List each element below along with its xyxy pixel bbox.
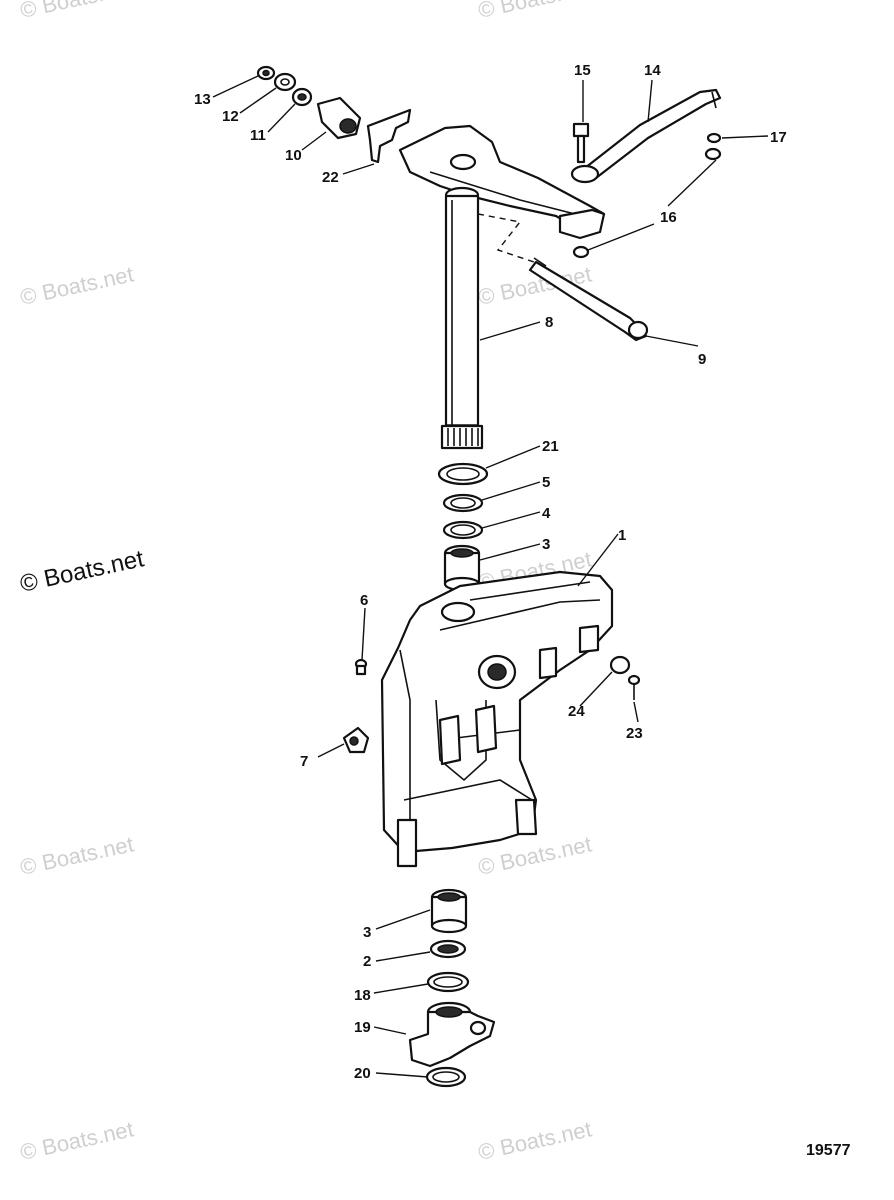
watermark: © Boats.net [18, 0, 136, 23]
bushing-3-lower [430, 888, 468, 934]
callout-15: 15 [574, 62, 591, 79]
snap-ring-20 [425, 1066, 467, 1088]
steering-yoke-19 [408, 1001, 496, 1068]
nut-17 [706, 132, 722, 144]
callout-2: 2 [363, 953, 371, 970]
bracket-22 [366, 108, 412, 164]
callout-19: 19 [354, 1019, 371, 1036]
watermark: © Boats.net [476, 0, 594, 23]
callout-11: 11 [250, 127, 266, 144]
callout-7: 7 [300, 753, 308, 770]
callout-9: 9 [698, 351, 706, 368]
ring-18 [426, 971, 470, 993]
watermark: © Boats.net [476, 1116, 594, 1164]
callout-13: 13 [194, 91, 211, 108]
callout-22: 22 [322, 169, 339, 186]
clip-24 [609, 655, 631, 675]
steering-arm [398, 124, 606, 240]
callout-1: 1 [618, 527, 626, 544]
washer-12 [273, 72, 297, 92]
bolt-15 [572, 122, 590, 164]
seal-2 [429, 939, 467, 959]
diagram-code: 19577 [806, 1142, 851, 1159]
swivel-bracket-1 [380, 570, 614, 868]
watermark-main: © Boats.net [18, 545, 147, 598]
washer-5 [442, 493, 484, 513]
link-rod-14 [570, 88, 722, 184]
washer-4 [442, 520, 484, 540]
callout-10: 10 [285, 147, 302, 164]
assembly-line [477, 213, 541, 265]
callout-18: 18 [354, 987, 371, 1004]
steering-tube-8 [440, 186, 484, 450]
callout-16: 16 [660, 209, 677, 226]
callout-17: 17 [770, 129, 787, 146]
tilt-tube-9 [528, 257, 649, 342]
callout-5: 5 [542, 474, 550, 491]
screw-23 [627, 674, 641, 700]
callouts: 13 12 11 10 22 15 14 17 16 9 8 21 5 4 3 … [194, 62, 787, 1082]
grease-fitting-6 [354, 658, 368, 676]
callout-23: 23 [626, 725, 643, 742]
callout-21: 21 [542, 438, 559, 455]
bushing-7 [342, 726, 370, 754]
nut-13 [256, 65, 276, 81]
bushing-10 [316, 96, 362, 140]
nut-16-lower [572, 245, 590, 259]
callout-4: 4 [542, 505, 551, 522]
seal-21 [437, 462, 489, 486]
callout-14: 14 [644, 62, 661, 79]
watermark: © Boats.net [18, 261, 136, 309]
callout-24: 24 [568, 703, 585, 720]
callout-3-upper: 3 [542, 536, 550, 553]
leader-lines [212, 75, 769, 1078]
callout-12: 12 [222, 108, 239, 125]
nut-16-upper [704, 147, 722, 161]
washer-11 [291, 87, 313, 107]
callout-3-lower: 3 [363, 924, 371, 941]
callout-6: 6 [360, 592, 368, 609]
callout-20: 20 [354, 1065, 371, 1082]
watermark: © Boats.net [18, 831, 136, 879]
callout-8: 8 [545, 314, 553, 331]
watermark: © Boats.net [18, 1116, 136, 1164]
